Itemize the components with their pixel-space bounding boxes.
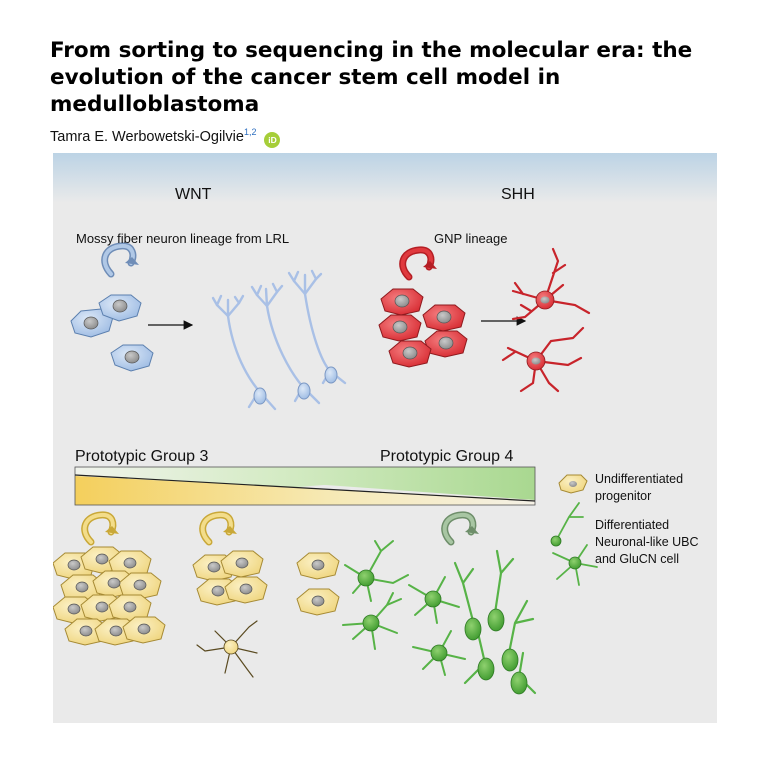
- legend-differentiated-label: Differentiated Neuronal-like UBC and Glu…: [595, 518, 699, 566]
- shh-neuron-somas: [526, 290, 555, 371]
- wnt-mossy-fiber-neurons: [211, 269, 347, 411]
- wnt-lineage-label: Mossy fiber neuron lineage from LRL: [76, 231, 290, 246]
- wnt-progenitor-cells: [70, 294, 154, 372]
- group4-differentiated-neurons: [342, 540, 466, 676]
- intermediate-neuron-soma: [223, 639, 239, 655]
- wnt-neuron-somas: [253, 366, 338, 405]
- group3-group4-gradient: [74, 466, 536, 506]
- medulloblastoma-figure: WNT SHH Mossy fiber neuron lineage from …: [53, 153, 717, 723]
- group3-label: Prototypic Group 3: [75, 448, 209, 465]
- intermediate-self-renewal-arrow-icon: [199, 511, 237, 546]
- wnt-self-renewal-arrow-icon: [101, 242, 139, 278]
- author-affiliation: 1,2: [243, 127, 257, 137]
- group3-progenitor-cluster: [53, 546, 166, 646]
- legend-progenitor-icon: [558, 474, 588, 494]
- figure-graphics: [53, 153, 717, 695]
- wnt-heading: WNT: [175, 186, 212, 203]
- legend-progenitor-label: Undifferentiated progenitor: [595, 472, 684, 503]
- intermediate-progenitor-cells: [192, 550, 268, 606]
- author-name: Tamra E. Werbowetski-Ogilvie: [50, 129, 244, 145]
- group4-label: Prototypic Group 4: [380, 448, 514, 465]
- mixed-progenitor-cells: [296, 552, 340, 616]
- legend-glucn-soma: [568, 556, 582, 570]
- legend-ubc-soma: [550, 535, 562, 547]
- author-line: Tamra E. Werbowetski-Ogilvie1,2 iD: [50, 127, 281, 148]
- group3-self-renewal-arrow-icon: [81, 511, 119, 546]
- group4-neuron-somas: [357, 569, 448, 662]
- paper-title: From sorting to sequencing in the molecu…: [50, 38, 693, 117]
- legend-differentiated-icon: [552, 502, 598, 586]
- intermediate-yellow-neuron: [196, 620, 258, 678]
- shh-granule-neurons: [501, 247, 591, 393]
- group4-self-renewal-arrow-icon: [441, 511, 479, 546]
- shh-heading: SHH: [501, 186, 535, 203]
- shh-lineage-label: GNP lineage: [434, 231, 508, 246]
- shh-progenitor-cells: [378, 288, 468, 368]
- orcid-icon[interactable]: iD: [264, 132, 281, 148]
- shh-self-renewal-arrow-icon: [399, 246, 437, 281]
- group4-ubc-somas: [464, 608, 528, 695]
